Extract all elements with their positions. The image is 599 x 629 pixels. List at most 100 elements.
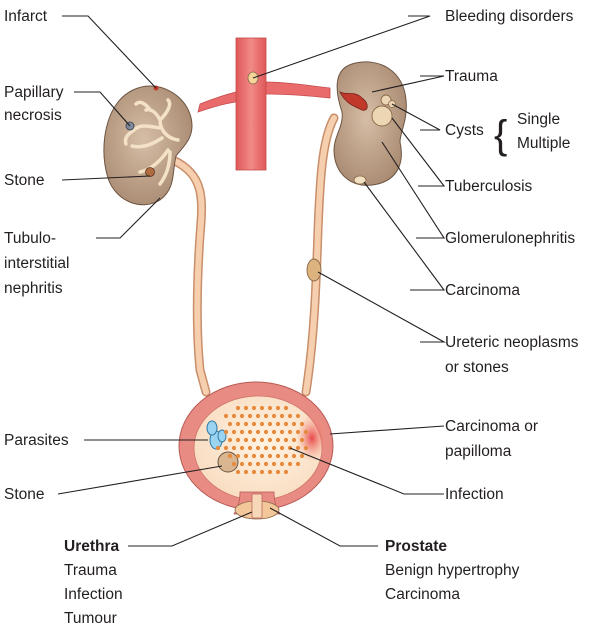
infection-dot [264, 462, 268, 466]
infection-dot [252, 406, 256, 410]
ureter-right [306, 118, 334, 392]
infection-dot [276, 422, 280, 426]
urethra-title: Urethra [64, 538, 120, 555]
label-cyst-single: Single [517, 111, 560, 128]
label-tubulo-1: Tubulo- [4, 230, 56, 247]
prostate-item: Carcinoma [385, 586, 460, 603]
label-tubulo-2: interstitial [4, 255, 69, 272]
label-ureteric-2: or stones [445, 359, 509, 376]
label-glomerulonephritis: Glomerulonephritis [445, 230, 575, 247]
label-bladder-carcinoma-2: papilloma [445, 443, 512, 460]
infection-dot [232, 430, 236, 434]
infection-dot [224, 430, 228, 434]
infection-dot [236, 406, 240, 410]
infection-dot [232, 414, 236, 418]
infection-dot [284, 422, 288, 426]
label-cysts: Cysts [445, 122, 484, 139]
infection-dot [260, 438, 264, 442]
infection-dot [240, 414, 244, 418]
infection-dot [288, 414, 292, 418]
infection-dot [240, 446, 244, 450]
infection-dot [276, 438, 280, 442]
infection-dot [272, 430, 276, 434]
urethra-item: Trauma [64, 562, 117, 579]
infection-dot [256, 462, 260, 466]
infection-dot [292, 438, 296, 442]
label-infection: Infection [445, 486, 504, 503]
infection-dot [292, 454, 296, 458]
infection-dot [272, 446, 276, 450]
infection-dot [288, 430, 292, 434]
infection-dot [244, 422, 248, 426]
infection-dot [260, 454, 264, 458]
ureteric-stone [307, 259, 321, 281]
cysts-brace: { [494, 113, 507, 157]
ureter-left [173, 160, 206, 392]
infection-dot [272, 462, 276, 466]
label-papillary-necrosis-2: necrosis [4, 107, 62, 124]
infection-dot [284, 454, 288, 458]
bladder [179, 382, 333, 519]
prostate-item: Benign hypertrophy [385, 562, 520, 579]
infection-dot [216, 446, 220, 450]
urethra-item: Infection [64, 586, 123, 603]
infection-dot [272, 414, 276, 418]
infection-dot [260, 406, 264, 410]
infection-dot [300, 422, 304, 426]
infection-dot [268, 454, 272, 458]
infection-dot [276, 454, 280, 458]
infection-dot [236, 422, 240, 426]
infection-dot [244, 454, 248, 458]
infection-dot [232, 462, 236, 466]
infection-dot [252, 454, 256, 458]
infection-dot [232, 446, 236, 450]
infection-dot [260, 470, 264, 474]
infection-dot [248, 462, 252, 466]
infection-dot [228, 438, 232, 442]
infection-dot [260, 422, 264, 426]
infection-dot [252, 438, 256, 442]
infection-dot [296, 414, 300, 418]
prostate-title: Prostate [385, 538, 447, 555]
infection-dot [288, 462, 292, 466]
label-parasites: Parasites [4, 432, 69, 449]
label-bleeding-disorders: Bleeding disorders [445, 8, 574, 25]
infection-dot [224, 414, 228, 418]
label-stone-bladder: Stone [4, 486, 45, 503]
infection-dot [240, 462, 244, 466]
renal-stone-left [146, 168, 155, 177]
label-trauma: Trauma [445, 68, 498, 85]
infection-dot [284, 470, 288, 474]
infection-dot [228, 422, 232, 426]
infection-dot [300, 438, 304, 442]
infection-dot [280, 446, 284, 450]
infection-dot [240, 430, 244, 434]
label-papillary-necrosis-1: Papillary [4, 84, 64, 101]
infection-dot [292, 422, 296, 426]
infection-dot [296, 430, 300, 434]
right-kidney [334, 62, 406, 185]
label-tubulo-3: nephritis [4, 280, 63, 297]
infection-dot [280, 430, 284, 434]
cyst-large [372, 106, 392, 126]
infection-dot [248, 430, 252, 434]
infection-dot [224, 446, 228, 450]
infection-dot [256, 430, 260, 434]
label-carcinoma: Carcinoma [445, 282, 520, 299]
infection-dot [264, 446, 268, 450]
bladder-stone [218, 452, 238, 472]
infection-dot [228, 454, 232, 458]
infection-dot [304, 430, 308, 434]
infection-dot [268, 438, 272, 442]
infection-dot [280, 414, 284, 418]
infection-dot [236, 454, 240, 458]
label-cyst-multiple: Multiple [517, 135, 570, 152]
infection-dot [276, 470, 280, 474]
infection-dot [236, 470, 240, 474]
infection-dot [296, 462, 300, 466]
infection-dot [252, 470, 256, 474]
infection-dot [268, 406, 272, 410]
label-stone-kidney: Stone [4, 172, 45, 189]
infection-dot [248, 414, 252, 418]
